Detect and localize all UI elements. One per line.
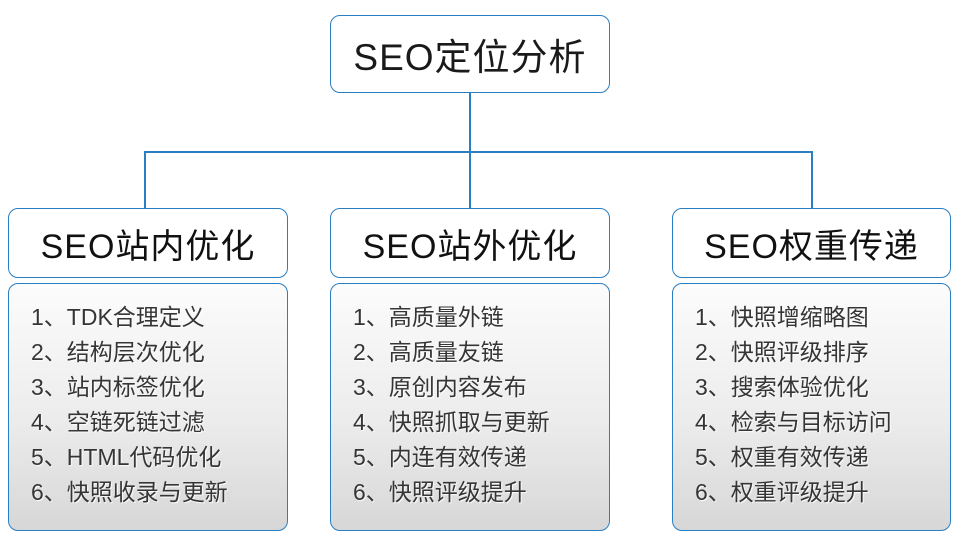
branch-list-weight: 1、快照增缩略图 2、快照评级排序 3、搜索体验优化 4、检索与目标访问 5、权… [672,283,951,531]
connector-drop-left [144,151,146,208]
list-item: 6、权重评级提升 [695,479,869,505]
list-item: 1、TDK合理定义 [31,304,205,330]
list-item: 1、快照增缩略图 [695,304,869,330]
branch-header-onsite-title: SEO站内优化 [40,227,256,266]
root-node-title: SEO定位分析 [353,37,587,78]
list-item: 6、快照评级提升 [353,479,527,505]
branch-list-onsite: 1、TDK合理定义 2、结构层次优化 3、站内标签优化 4、空链死链过滤 5、H… [8,283,288,531]
list-item: 4、检索与目标访问 [695,409,892,435]
list-item: 1、高质量外链 [353,304,504,330]
list-item: 3、站内标签优化 [31,374,205,400]
list-item: 5、内连有效传递 [353,444,527,470]
list-item: 3、搜索体验优化 [695,374,869,400]
branch-header-weight: SEO权重传递 [672,208,951,278]
list-item: 4、空链死链过滤 [31,409,205,435]
list-item: 2、结构层次优化 [31,339,205,365]
branch-header-weight-title: SEO权重传递 [704,227,919,266]
list-item: 2、高质量友链 [353,339,504,365]
list-item: 6、快照收录与更新 [31,479,228,505]
root-node-seo-positioning: SEO定位分析 [330,15,610,93]
list-item: 3、原创内容发布 [353,374,527,400]
list-item: 2、快照评级排序 [695,339,869,365]
branch-header-offsite-title: SEO站外优化 [362,227,578,266]
connector-drop-middle [469,151,471,208]
list-item: 4、快照抓取与更新 [353,409,550,435]
branch-list-offsite: 1、高质量外链 2、高质量友链 3、原创内容发布 4、快照抓取与更新 5、内连有… [330,283,610,531]
branch-header-offsite: SEO站外优化 [330,208,610,278]
list-item: 5、HTML代码优化 [31,444,222,470]
connector-horizontal-bar [144,151,812,153]
connector-drop-right [811,151,813,208]
list-item: 5、权重有效传递 [695,444,869,470]
connector-root-stem [469,93,471,152]
branch-header-onsite: SEO站内优化 [8,208,288,278]
